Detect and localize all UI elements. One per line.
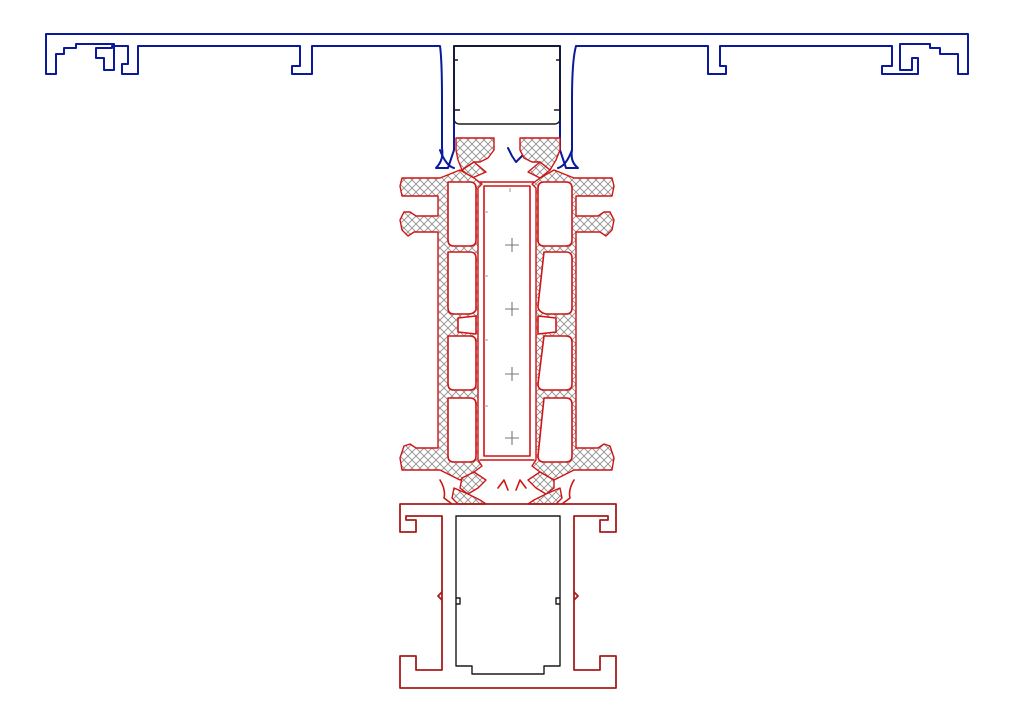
- bottom-steel-insert: [455, 515, 561, 675]
- top-transom-profile: [45, 33, 969, 169]
- top-steel-insert: [453, 45, 561, 125]
- thermal-break-profile: [399, 137, 615, 505]
- glazing-markers: [484, 188, 519, 445]
- bottom-mullion-profile: [399, 503, 617, 689]
